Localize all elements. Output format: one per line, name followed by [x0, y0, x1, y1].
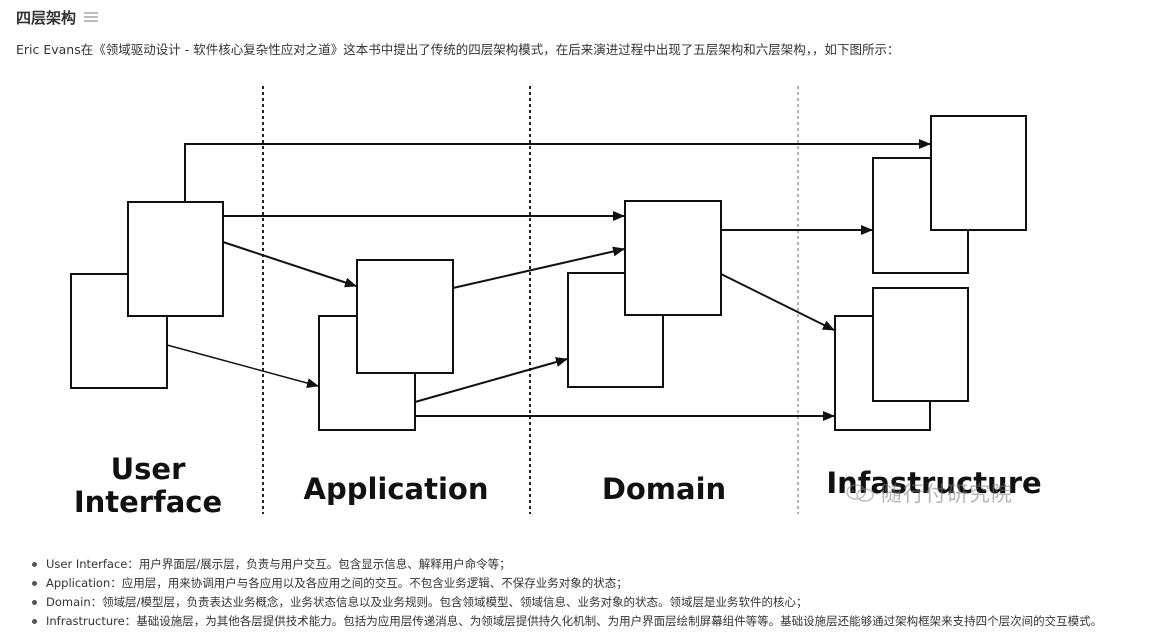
app-box-front [356, 259, 454, 374]
watermark-text: 随行付研究院 [881, 482, 1013, 506]
layer-descriptions: User Interface：用户界面层/展示层，负责与用户交互。包含显示信息、… [30, 555, 1150, 631]
layer-label-application: Application [304, 472, 489, 506]
list-item: Infrastructure：基础设施层，为其他各层提供技术能力。包括为应用层传… [30, 612, 1150, 631]
diagram-canvas: User Interface Application Domain Infast… [70, 86, 1042, 519]
arrow-application-to-domain-lower [414, 357, 568, 403]
list-item: Domain：领域层/模型层，负责表达业务概念，业务状态信息以及业务规则。包含领… [30, 593, 1150, 612]
infra-box-lower-front [872, 287, 969, 402]
arrow-ui-to-infrastructure [184, 139, 931, 202]
layer-label-domain: Domain [602, 472, 726, 506]
layer-label-user: User [111, 452, 186, 486]
list-icon[interactable] [84, 11, 99, 23]
list-item: User Interface：用户界面层/展示层，负责与用户交互。包含显示信息、… [30, 555, 1150, 574]
watermark: 随行付研究院 [845, 478, 1013, 508]
arrow-ui-to-application [222, 241, 357, 288]
architecture-diagram: User Interface Application Domain Infast… [20, 72, 1070, 527]
domain-box-front [624, 200, 722, 316]
intro-paragraph: Eric Evans在《领域驱动设计 - 软件核心复杂性应对之道》这本书中提出了… [16, 42, 900, 57]
section-heading: 四层架构 [16, 6, 99, 28]
list-item: Application：应用层，用来协调用户与各应用以及各应用之间的交互。不包含… [30, 574, 1150, 593]
arrow-application-to-domain [452, 246, 625, 289]
ui-box-front [127, 201, 224, 317]
layer-label-infrastructure: Infastructure [826, 466, 1041, 500]
arrow-domain-to-infrastructure-lower [720, 273, 835, 331]
wechat-icon [846, 484, 874, 502]
layer-label-interface: Interface [74, 485, 222, 519]
arrow-ui-to-application-lower [166, 344, 319, 388]
infra-box-upper-front [930, 115, 1027, 231]
section-title: 四层架构 [16, 8, 77, 27]
